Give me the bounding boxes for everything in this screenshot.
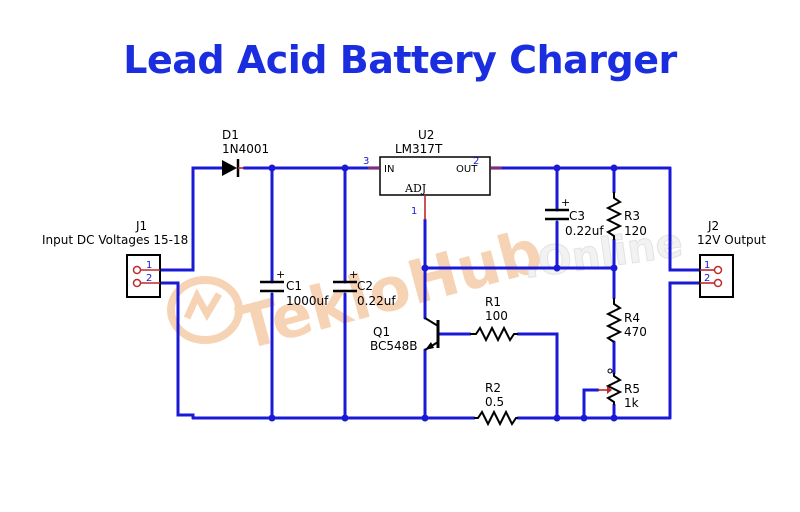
r4-resistor [605,298,623,343]
u2-pin-adj: 1 [411,206,417,217]
r2-value: 0.5 [485,395,504,409]
j2-label: 12V Output [697,233,766,247]
r3-ref: R3 [624,209,640,223]
u2-ref: U2 [418,128,434,142]
u2-adj-label: ADJ [404,182,426,195]
r1-value: 100 [485,309,508,323]
j1-pin1-label: 1 [146,260,152,271]
d1-diode [222,159,244,177]
r5-potentiometer [598,368,623,405]
c2-value: 0.22uf [357,294,396,308]
r2-resistor [474,409,518,427]
r5-ref: R5 [624,382,640,396]
wires [158,166,702,420]
r4-ref: R4 [624,311,640,325]
q1-value: BC548B [370,339,418,353]
j2-pin1-label: 1 [704,260,710,271]
j2-pin2-label: 2 [704,273,710,284]
r2-ref: R2 [485,381,501,395]
c3-capacitor: + [545,196,570,221]
svg-text:+: + [276,268,285,281]
diagram-title: Lead Acid Battery Charger [123,38,677,82]
u2-in-label: IN [384,164,394,175]
junctions [268,164,618,422]
u2-pin-in: 3 [363,156,369,167]
u2-value: LM317T [395,142,443,156]
j1-pin2-label: 2 [146,273,152,284]
c1-value: 1000uf [286,294,329,308]
c1-capacitor: + [260,268,285,293]
r3-value: 120 [624,224,647,238]
j2-connector: 1 2 [699,254,734,298]
c2-capacitor: + [333,268,358,293]
u2-regulator: IN OUT ADJ 3 2 1 [363,156,502,220]
c1-ref: C1 [286,279,302,293]
r3-resistor [605,192,623,240]
u2-pin-out: 2 [473,156,479,167]
watermark-logo [167,276,243,344]
c3-value: 0.22uf [565,224,604,238]
j1-connector: 1 2 [126,254,161,298]
watermark: TekloHub .Online [167,216,686,364]
c3-ref: C3 [569,209,585,223]
j1-ref: J1 [135,219,147,233]
r5-value: 1k [624,396,639,410]
r4-value: 470 [624,325,647,339]
svg-text:+: + [349,268,358,281]
c2-ref: C2 [357,279,373,293]
d1-ref: D1 [222,128,239,142]
q1-ref: Q1 [373,325,390,339]
r1-resistor [470,325,518,343]
svg-text:+: + [561,196,570,209]
u2-out-label: OUT [456,164,478,175]
r1-ref: R1 [485,295,501,309]
d1-value: 1N4001 [222,142,269,156]
j2-ref: J2 [707,219,719,233]
q1-transistor [424,317,440,351]
j1-label: Input DC Voltages 15-18 [42,233,188,247]
